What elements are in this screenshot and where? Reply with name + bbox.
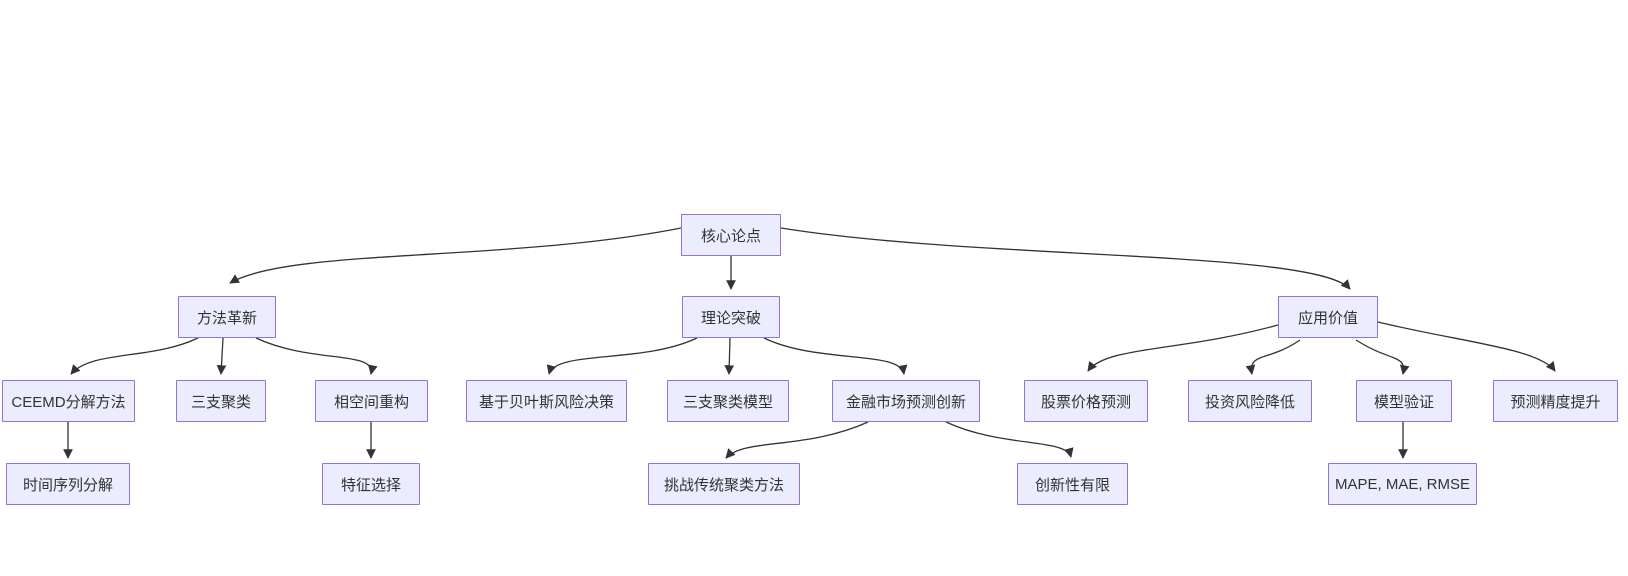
node-theoretical-breakthrough-label: 理论突破 (700, 309, 761, 327)
edge-theory-to-financial-innovation (763, 337, 908, 375)
node-bayesian-risk-decision: 基于贝叶斯风险决策 (466, 380, 627, 422)
node-core-thesis: 核心论点 (681, 214, 781, 256)
node-three-way-clustering-model-label: 三支聚类模型 (682, 393, 773, 411)
node-phase-space-reconstruction: 相空间重构 (315, 380, 428, 422)
edge-method-to-ceemd (70, 337, 199, 375)
node-bayesian-risk-decision-label: 基于贝叶斯风险决策 (478, 393, 614, 411)
node-time-series-decomposition: 时间序列分解 (6, 463, 130, 505)
node-challenge-traditional-clustering-label: 挑战传统聚类方法 (663, 476, 784, 494)
node-challenge-traditional-clustering: 挑战传统聚类方法 (648, 463, 800, 505)
edge-application-to-accuracy-improvement (1377, 321, 1556, 372)
edge-application-to-stock-prediction (1087, 324, 1279, 372)
node-mape-mae-rmse: MAPE, MAE, RMSE (1328, 463, 1477, 505)
node-investment-risk-reduction: 投资风险降低 (1188, 380, 1312, 422)
edge-core-to-method-innovation (229, 227, 682, 284)
node-model-validation: 模型验证 (1356, 380, 1452, 422)
node-prediction-accuracy-improvement: 预测精度提升 (1493, 380, 1618, 422)
node-ceemd-decomposition: CEEMD分解方法 (2, 380, 135, 422)
edge-core-to-application-value (780, 227, 1351, 290)
node-prediction-accuracy-improvement-label: 预测精度提升 (1510, 393, 1601, 411)
node-feature-selection: 特征选择 (322, 463, 420, 505)
node-three-way-clustering: 三支聚类 (176, 380, 266, 422)
node-method-innovation: 方法革新 (178, 296, 276, 338)
edge-method-to-phase-space (255, 337, 378, 375)
node-phase-space-reconstruction-label: 相空间重构 (333, 393, 409, 411)
edge-theory-to-clustering-model (724, 337, 735, 375)
node-stock-price-prediction-label: 股票价格预测 (1040, 393, 1131, 411)
node-stock-price-prediction: 股票价格预测 (1024, 380, 1148, 422)
node-time-series-decomposition-label: 时间序列分解 (22, 476, 113, 494)
node-application-value: 应用价值 (1278, 296, 1378, 338)
edge-financial-to-challenge-clustering (725, 421, 869, 459)
node-application-value-label: 应用价值 (1297, 309, 1358, 327)
node-feature-selection-label: 特征选择 (340, 476, 401, 494)
edge-application-to-risk-reduction (1245, 339, 1301, 375)
node-limited-innovation: 创新性有限 (1017, 463, 1128, 505)
node-core-thesis-label: 核心论点 (700, 227, 761, 245)
node-ceemd-decomposition-label: CEEMD分解方法 (11, 393, 126, 411)
edge-theory-to-bayesian (546, 337, 698, 375)
node-financial-market-prediction-innovation-label: 金融市场预测创新 (845, 393, 966, 411)
node-limited-innovation-label: 创新性有限 (1034, 476, 1110, 494)
node-investment-risk-reduction-label: 投资风险降低 (1204, 393, 1295, 411)
edge-method-to-three-way-clustering (216, 337, 227, 375)
node-method-innovation-label: 方法革新 (196, 309, 257, 327)
edge-application-to-model-validation (1355, 339, 1410, 375)
node-three-way-clustering-label: 三支聚类 (190, 393, 251, 411)
node-theoretical-breakthrough: 理论突破 (682, 296, 780, 338)
edge-financial-to-limited-innovation (945, 421, 1074, 458)
node-model-validation-label: 模型验证 (1373, 393, 1434, 411)
node-three-way-clustering-model: 三支聚类模型 (667, 380, 789, 422)
node-mape-mae-rmse-label: MAPE, MAE, RMSE (1334, 475, 1471, 493)
node-financial-market-prediction-innovation: 金融市场预测创新 (832, 380, 980, 422)
